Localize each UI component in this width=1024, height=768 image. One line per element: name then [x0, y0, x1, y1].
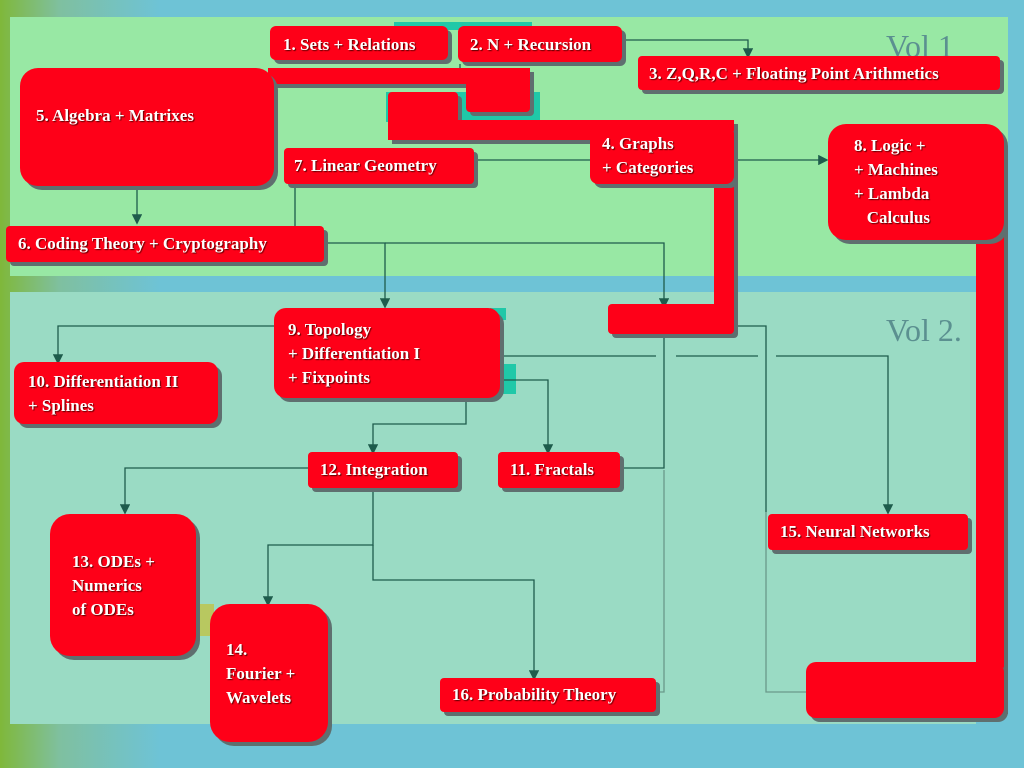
box-integration[interactable]: 12. Integration [308, 452, 458, 488]
connector-blob [714, 160, 734, 328]
box-topology-differentiation[interactable]: 9. Topology + Differentiation I + Fixpoi… [274, 308, 500, 398]
box-graphs-categories[interactable]: 4. Graphs + Categories [590, 126, 734, 184]
olive-fragment [196, 604, 214, 636]
box-fractals[interactable]: 11. Fractals [498, 452, 620, 488]
connector-blob [268, 68, 530, 84]
box-numbers-floating-point[interactable]: 3. Z,Q,R,C + Floating Point Arithmetics [638, 56, 1000, 90]
box-odes-numerics[interactable]: 13. ODEs + Numerics of ODEs [50, 514, 196, 656]
edge-9-to-12 [367, 398, 467, 455]
edge-9-to-10 [52, 325, 276, 365]
teal-fragment [500, 364, 516, 394]
edge-4b-to-15 [736, 325, 767, 512]
box-differentiation-splines[interactable]: 10. Differentiation II + Splines [14, 362, 218, 424]
connector-blob [806, 662, 1004, 718]
box-algebra-matrixes[interactable]: 5. Algebra + Matrixes [20, 68, 274, 186]
box-probability-theory[interactable]: 16. Probability Theory [440, 678, 656, 712]
edge-9-to-11 [500, 379, 554, 455]
box-neural-networks[interactable]: 15. Neural Networks [768, 514, 968, 550]
edge-2-to-3 [622, 39, 754, 59]
box-n-recursion[interactable]: 2. N + Recursion [458, 26, 622, 62]
edge-11-to-4b [624, 330, 665, 469]
connector-blob [466, 68, 530, 112]
edge-16-right [658, 470, 665, 693]
box-sets-relations[interactable]: 1. Sets + Relations [270, 26, 448, 60]
edge-12-to-13 [119, 467, 310, 515]
vol2-label: Vol 2. [886, 312, 962, 348]
edge-12-to-14 [262, 488, 374, 607]
box-logic-machines-lambda[interactable]: 8. Logic + + Machines + Lambda Calculus [828, 124, 1004, 240]
box-coding-cryptography[interactable]: 6. Coding Theory + Cryptography [6, 226, 324, 262]
box-linear-geometry[interactable]: 7. Linear Geometry [284, 148, 474, 184]
box-fourier-wavelets[interactable]: 14. Fourier + Wavelets [210, 604, 328, 742]
edge-9-to-15-c [776, 355, 894, 515]
edge-6-to-9 [325, 242, 391, 309]
edge-15-to-8b [765, 512, 806, 693]
connector-blob [608, 304, 734, 334]
edge-12-to-16 [372, 545, 540, 681]
edge-6-to-4b [385, 242, 670, 309]
connector-blob [976, 180, 1004, 710]
